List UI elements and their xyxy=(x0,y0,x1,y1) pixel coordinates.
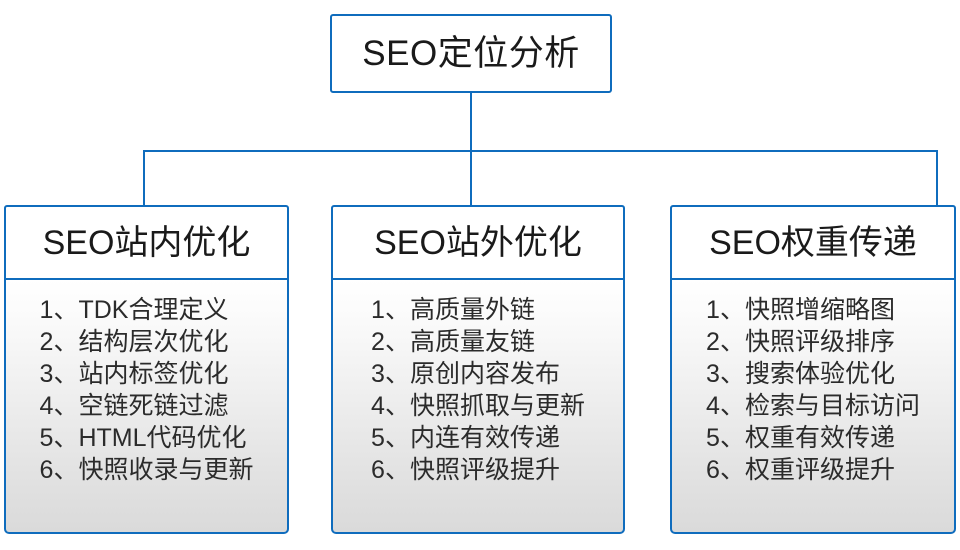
list-item: 2、快照评级排序 xyxy=(706,328,895,356)
branch-2-header[interactable]: SEO站外优化 xyxy=(331,205,625,280)
branch-node-2[interactable]: SEO站外优化 1、高质量外链 2、高质量友链 3、原创内容发布 4、快照抓取与… xyxy=(331,205,625,534)
list-item: 6、快照收录与更新 xyxy=(39,456,254,484)
list-item: 4、检索与目标访问 xyxy=(706,392,920,420)
list-item: 1、快照增缩略图 xyxy=(706,296,895,324)
list-item: 2、结构层次优化 xyxy=(39,328,229,356)
list-item: 3、原创内容发布 xyxy=(371,360,560,388)
list-item: 5、权重有效传递 xyxy=(706,424,895,452)
list-item: 5、内连有效传递 xyxy=(371,424,560,452)
branch-node-3[interactable]: SEO权重传递 1、快照增缩略图 2、快照评级排序 3、搜索体验优化 4、检索与… xyxy=(670,205,956,534)
branch-2-header-label: SEO站外优化 xyxy=(374,223,582,262)
branch-3-header-label: SEO权重传递 xyxy=(709,223,917,262)
branch-1-header-label: SEO站内优化 xyxy=(42,223,251,262)
list-item: 6、权重评级提升 xyxy=(706,456,895,484)
list-item: 3、搜索体验优化 xyxy=(706,360,895,388)
branch-1-header[interactable]: SEO站内优化 xyxy=(4,205,289,280)
root-node[interactable]: SEO定位分析 xyxy=(330,14,612,93)
branch-1-list: 1、TDK合理定义 2、结构层次优化 3、站内标签优化 4、空链死链过滤 5、H… xyxy=(40,294,254,486)
list-item: 2、高质量友链 xyxy=(371,328,535,356)
list-item: 5、HTML代码优化 xyxy=(39,424,247,452)
branch-1-body: 1、TDK合理定义 2、结构层次优化 3、站内标签优化 4、空链死链过滤 5、H… xyxy=(4,280,289,534)
list-item: 4、空链死链过滤 xyxy=(39,392,229,420)
list-item: 1、高质量外链 xyxy=(371,296,535,324)
branch-2-list: 1、高质量外链 2、高质量友链 3、原创内容发布 4、快照抓取与更新 5、内连有… xyxy=(371,294,585,486)
branch-node-1[interactable]: SEO站内优化 1、TDK合理定义 2、结构层次优化 3、站内标签优化 4、空链… xyxy=(4,205,289,534)
list-item: 1、TDK合理定义 xyxy=(39,296,229,324)
list-item: 4、快照抓取与更新 xyxy=(371,392,585,420)
branch-2-body: 1、高质量外链 2、高质量友链 3、原创内容发布 4、快照抓取与更新 5、内连有… xyxy=(331,280,625,534)
root-node-label: SEO定位分析 xyxy=(362,34,580,73)
branch-3-header[interactable]: SEO权重传递 xyxy=(670,205,956,280)
branch-3-body: 1、快照增缩略图 2、快照评级排序 3、搜索体验优化 4、检索与目标访问 5、权… xyxy=(670,280,956,534)
branch-3-list: 1、快照增缩略图 2、快照评级排序 3、搜索体验优化 4、检索与目标访问 5、权… xyxy=(706,294,920,486)
list-item: 6、快照评级提升 xyxy=(371,456,560,484)
list-item: 3、站内标签优化 xyxy=(39,360,229,388)
